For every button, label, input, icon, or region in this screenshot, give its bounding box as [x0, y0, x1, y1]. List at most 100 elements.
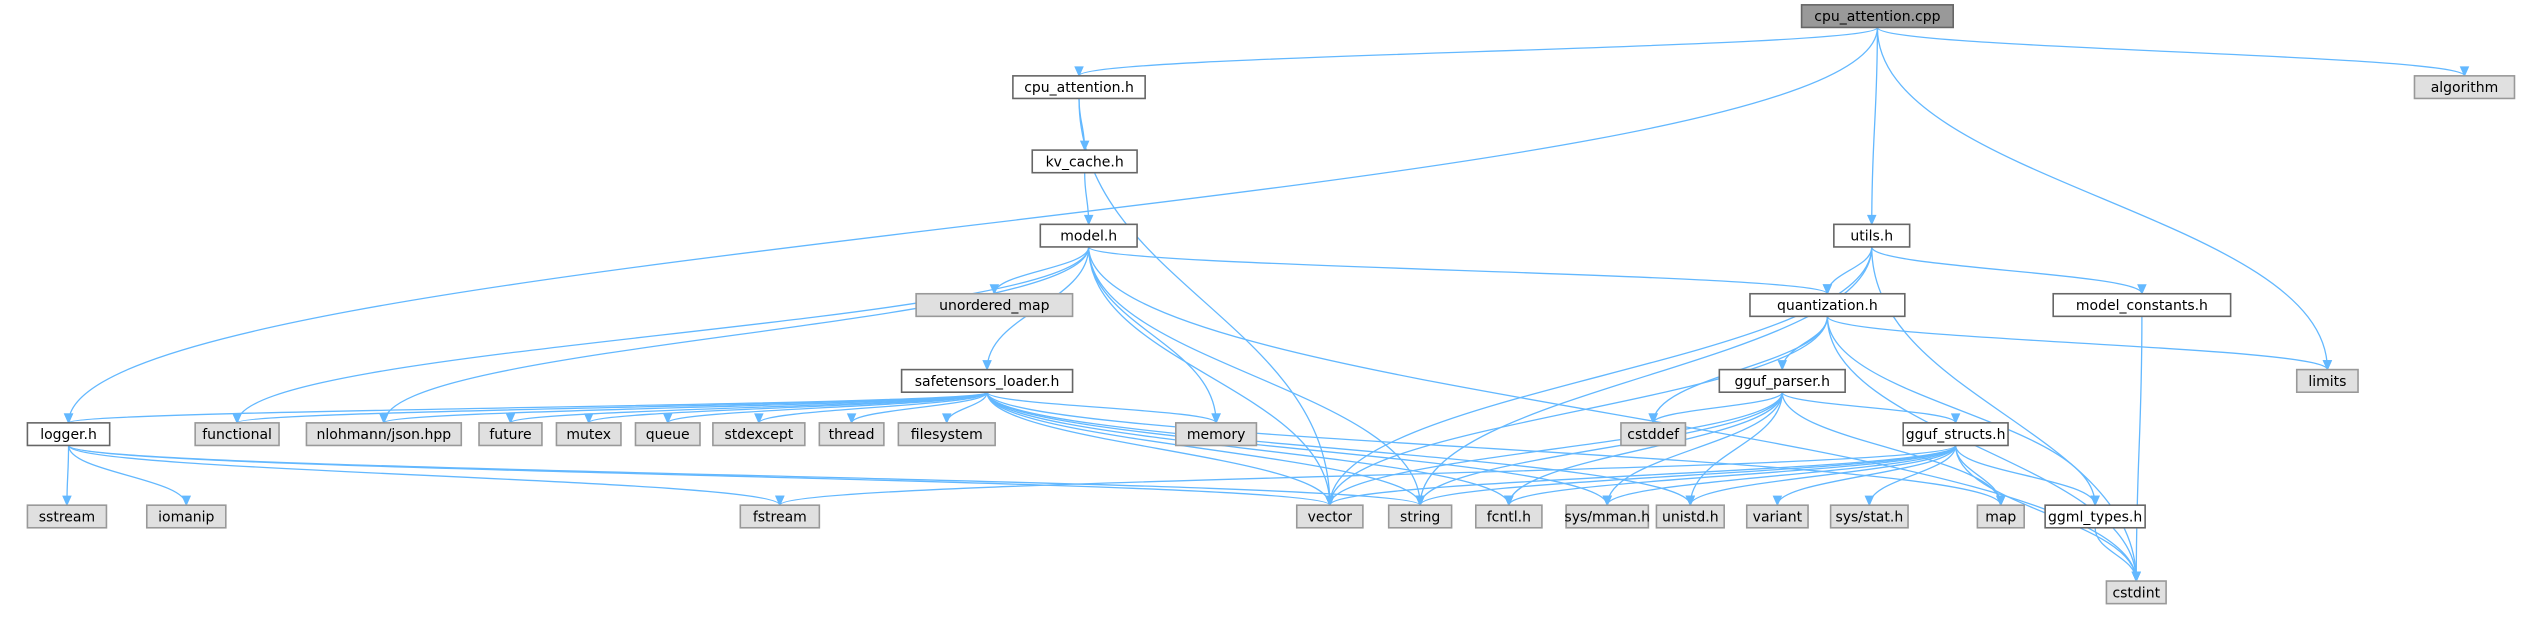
node-label: model.h	[1060, 229, 1117, 245]
node-box	[818, 422, 885, 447]
arrowhead-ggml_types_h-to-cstdint	[2131, 571, 2142, 583]
node-cstdint: cstdint	[2105, 580, 2167, 605]
node-box	[555, 422, 622, 447]
arrowhead-safetensors_loader_h-to-thread	[846, 413, 857, 425]
node-label: unordered_map	[939, 298, 1049, 314]
node-fcntl-h: fcntl.h	[1474, 504, 1543, 529]
node-label: iomanip	[158, 509, 214, 525]
arrowhead-safetensors_loader_h-to-functional	[232, 413, 242, 425]
edge-logger_h-to-string	[67, 444, 1421, 506]
node-label: cstddef	[1627, 427, 1680, 443]
node-fstream: fstream	[739, 504, 821, 529]
node-cpu-attention-cpp[interactable]: cpu_attention.cpp	[1800, 4, 1955, 29]
edge-gguf_parser_h-to-vector	[1329, 392, 1783, 506]
edge-logger_h-to-vector	[67, 444, 1331, 506]
node-label: unistd.h	[1662, 509, 1719, 525]
node-json-hpp: nlohmann/json.hpp	[305, 422, 463, 447]
edge-safetensors_loader_h-to-map	[986, 392, 2002, 506]
node-box	[1039, 223, 1138, 248]
edge-gguf_parser_h-to-cstddef	[1652, 391, 1783, 424]
arrowhead-safetensors_loader_h-to-memory	[1211, 413, 1221, 425]
node-gguf-parser-h[interactable]: gguf_parser.h	[1718, 368, 1846, 393]
arrowhead-cpu_attention_cpp-to-utils_h	[1866, 214, 1877, 226]
node-box	[2295, 368, 2359, 393]
node-kv-cache-h[interactable]: kv_cache.h	[1031, 149, 1138, 174]
arrowhead-gguf_parser_h-to-cstddef	[1648, 413, 1658, 425]
node-utils-h[interactable]: utils.h	[1833, 223, 1911, 248]
edge-utils_h-to-model_constants_h	[1871, 246, 2143, 295]
arrowhead-safetensors_loader_h-to-future	[505, 413, 516, 425]
arrowhead-logger_h-to-fstream	[775, 495, 785, 507]
edge-cpu_attention_cpp-to-limits	[1876, 27, 2329, 370]
node-label: limits	[2308, 374, 2346, 390]
edge-safetensors_loader_h-to-mutex	[588, 391, 988, 424]
node-label: map	[1985, 509, 2016, 525]
node-vector: vector	[1295, 504, 1364, 529]
node-label: sys/stat.h	[1835, 509, 1903, 525]
arrowhead-safetensors_loader_h-to-filesystem	[941, 413, 952, 425]
arrowhead-quantization_h-to-limits	[2322, 360, 2333, 371]
node-box	[1976, 504, 2025, 529]
node-limits: limits	[2295, 368, 2359, 393]
edge-cpu_attention_cpp-to-utils_h	[1871, 27, 1879, 225]
edge-safetensors_loader_h-to-stdexcept	[758, 391, 988, 424]
edge-utils_h-to-vector	[1329, 246, 1873, 506]
node-stdexcept: stdexcept	[712, 422, 806, 447]
edge-gguf_structs_h-to-ggml_types_h	[1954, 445, 2096, 506]
node-sys-stat-h: sys/stat.h	[1829, 504, 1909, 529]
node-variant: variant	[1745, 504, 1809, 529]
node-box	[2413, 75, 2516, 100]
node-box	[1174, 422, 1258, 447]
node-box	[1749, 292, 1906, 318]
arrowhead-cpu_attention_cpp-to-algorithm	[2459, 66, 2470, 78]
edge-model_h-to-vector	[1088, 246, 1331, 506]
node-box	[634, 422, 701, 447]
arrowhead-safetensors_loader_h-to-logger_h	[63, 413, 74, 425]
node-label: utils.h	[1850, 229, 1893, 245]
node-future: future	[478, 422, 543, 447]
edge-safetensors_loader_h-to-memory	[986, 391, 1217, 424]
arrowhead-safetensors_loader_h-to-mutex	[583, 413, 594, 425]
node-cpu-attention-h[interactable]: cpu_attention.h	[1012, 75, 1146, 100]
node-label: gguf_structs.h	[1906, 427, 2006, 443]
node-box	[26, 422, 111, 447]
node-model-constants-h[interactable]: model_constants.h	[2052, 292, 2232, 318]
node-label: stdexcept	[724, 427, 793, 443]
edge-quantization_h-to-gguf_parser_h	[1781, 316, 1829, 370]
node-label: sstream	[39, 509, 95, 525]
node-label: queue	[646, 427, 690, 443]
edge-quantization_h-to-limits	[1826, 315, 2329, 371]
arrowhead-gguf_structs_h-to-variant	[1772, 495, 1783, 507]
node-box	[1745, 504, 1809, 529]
node-label: fstream	[753, 509, 807, 525]
node-label: future	[489, 427, 531, 443]
node-model-h[interactable]: model.h	[1039, 223, 1138, 248]
node-label: quantization.h	[1777, 298, 1878, 314]
edge-cpu_attention_cpp-to-algorithm	[1876, 26, 2466, 77]
arrowhead-safetensors_loader_h-to-json_hpp	[379, 413, 389, 425]
node-label: ggml_types.h	[2048, 509, 2142, 525]
arrowhead-utils_h-to-quantization_h	[1822, 284, 1833, 295]
arrowhead-logger_h-to-iomanip	[181, 495, 192, 507]
node-box	[1031, 149, 1138, 174]
arrowhead-quantization_h-to-gguf_parser_h	[1777, 360, 1788, 371]
node-label: mutex	[566, 427, 611, 443]
node-label: string	[1400, 509, 1440, 525]
node-box	[1295, 504, 1364, 529]
edge-safetensors_loader_h-to-queue	[667, 391, 988, 424]
edge-gguf_parser_h-to-fcntl_h	[1508, 392, 1783, 506]
node-logger-h[interactable]: logger.h	[26, 422, 111, 447]
arrowhead-cpu_attention_cpp-to-cpu_attention_h	[1074, 66, 1084, 78]
edge-safetensors_loader_h-to-unistd_h	[986, 392, 1691, 506]
edge-cpu_attention_cpp-to-cpu_attention_h	[1078, 26, 1879, 77]
node-gguf-structs-h[interactable]: gguf_structs.h	[1902, 422, 2009, 447]
arrowhead-logger_h-to-vector	[1325, 495, 1335, 507]
node-box	[1833, 223, 1911, 248]
edge-model_h-to-functional	[236, 246, 1090, 423]
node-safetensors-loader-h[interactable]: safetensors_loader.h	[900, 368, 1074, 393]
node-box	[2052, 292, 2232, 318]
node-ggml-types-h[interactable]: ggml_types.h	[2044, 504, 2146, 529]
node-quantization-h[interactable]: quantization.h	[1749, 292, 1906, 318]
arrowhead-safetensors_loader_h-to-queue	[662, 413, 673, 425]
edge-safetensors_loader_h-to-json_hpp	[383, 391, 988, 424]
